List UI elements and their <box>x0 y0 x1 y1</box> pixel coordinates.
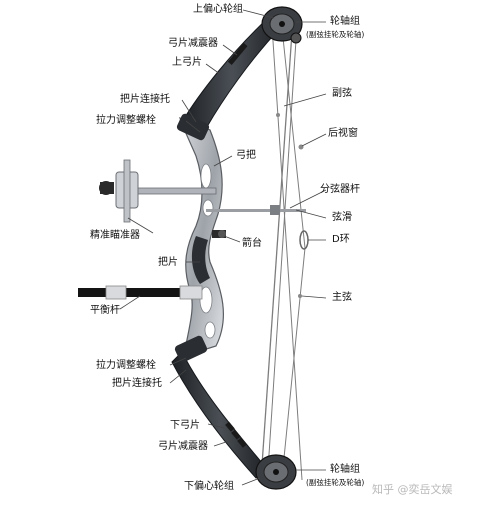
label-upper-limb: 上弓片 <box>172 57 202 68</box>
label-sight: 精准瞄准器 <box>90 230 140 241</box>
label-lower-axle: 轮轴组 <box>330 464 360 475</box>
lower-cam-shape <box>255 454 297 490</box>
label-secondary-string: 副弦 <box>332 88 352 99</box>
label-limb-pocket-upper: 把片连接托 <box>120 94 170 105</box>
label-upper-axle: 轮轴组 <box>330 16 360 27</box>
stabilizer-shape <box>78 285 203 300</box>
leader-lines <box>119 9 327 486</box>
main-string <box>261 31 293 466</box>
label-cable-guard: 分弦器杆 <box>320 184 360 195</box>
main-string-node <box>298 294 302 298</box>
watermark: 知乎 @奕岳文娱 <box>372 483 453 496</box>
label-stabilizer: 平衡杆 <box>90 305 120 316</box>
bow-strings <box>261 25 306 481</box>
label-arrow-rest: 箭台 <box>242 238 262 249</box>
lower-limb-pocket-shape <box>174 335 208 363</box>
label-upper-cam: 上偏心轮组 <box>193 4 243 15</box>
cable-upper-b <box>271 25 303 481</box>
arrow-rest-shape <box>212 230 226 238</box>
label-grip: 把片 <box>158 257 178 268</box>
cable-guard-shape <box>206 205 306 215</box>
label-upper-axle-note: (副弦挂轮及轮轴) <box>306 30 365 39</box>
label-peep-sight: 后视窗 <box>328 128 358 139</box>
label-lower-cam: 下偏心轮组 <box>184 481 234 492</box>
label-riser: 弓把 <box>236 150 256 161</box>
secondary-string-node <box>276 113 280 117</box>
riser-cutouts <box>199 163 216 339</box>
label-lower-axle-note: (副弦挂轮及轮轴) <box>306 478 365 487</box>
secondary-string <box>281 27 306 249</box>
riser-shape <box>179 116 224 357</box>
sight-shape <box>99 159 217 223</box>
lower-limb-damper-shape <box>225 421 247 448</box>
label-lower-limb: 下弓片 <box>170 420 200 431</box>
upper-limb-damper-shape <box>227 42 248 65</box>
label-d-loop: D环 <box>332 234 350 245</box>
label-draw-weight-bolt-lower: 拉力调整螺栓 <box>96 360 156 371</box>
lower-limb-shape <box>171 351 269 479</box>
cable-lower <box>281 247 306 479</box>
label-main-string: 主弦 <box>332 292 352 303</box>
cable-upper-a <box>267 39 297 471</box>
label-lower-limb-damper: 弓片减震器 <box>158 441 208 452</box>
label-draw-weight-bolt-upper: 拉力调整螺栓 <box>96 115 156 126</box>
grip-shape <box>191 236 210 284</box>
label-cable-slide: 弦滑 <box>332 212 352 223</box>
label-limb-pocket-lower: 把片连接托 <box>112 378 162 389</box>
label-upper-limb-damper: 弓片减震器 <box>168 38 218 49</box>
upper-cam-shape <box>261 6 303 44</box>
